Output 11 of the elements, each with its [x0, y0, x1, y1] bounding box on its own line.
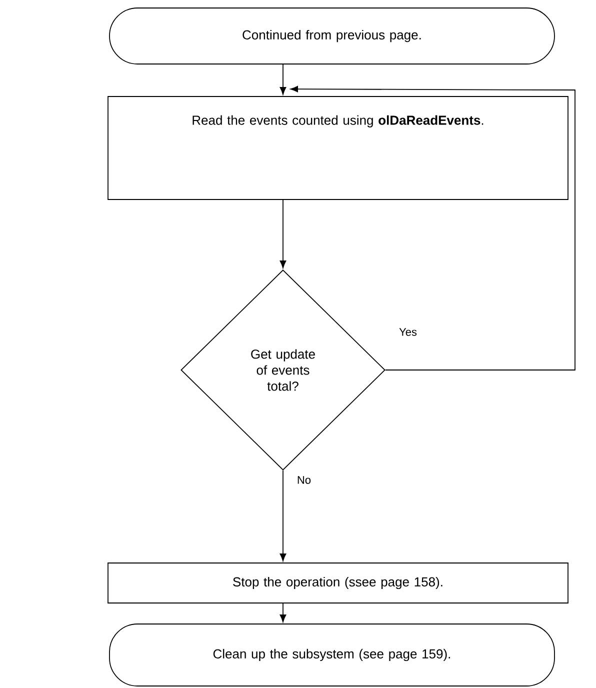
arrow — [280, 603, 286, 622]
arrow — [280, 470, 286, 562]
terminal-box: Clean up the subsystem (see page 159). — [109, 624, 555, 686]
arrow — [280, 200, 286, 268]
terminal-box: Continued from previous page. — [109, 8, 555, 64]
edge-label: Yes — [398, 327, 418, 337]
process-box: Read the events counted using olDaReadEvents. — [108, 96, 568, 200]
arrow — [280, 64, 286, 95]
process-box: Stop the operation (ssee page 158). — [108, 562, 568, 604]
edge-label: No — [296, 475, 312, 485]
arrow — [290, 86, 576, 370]
